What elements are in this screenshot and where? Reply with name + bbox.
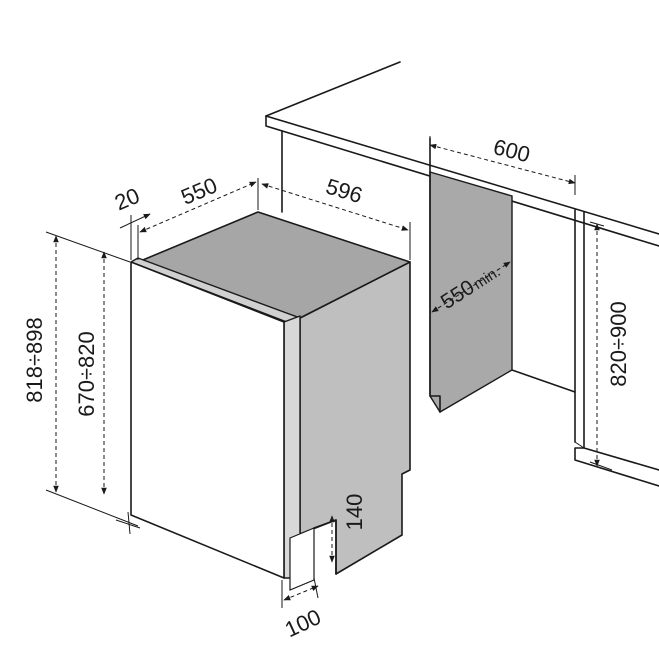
label-door-gap: 20 [111, 183, 143, 216]
dim-line-plinth-depth [283, 585, 319, 601]
dishwasher-door [130, 261, 285, 579]
label-niche-height: 820÷900 [606, 301, 631, 387]
right-cabinet-side [574, 211, 659, 487]
worktop-back-edge [265, 61, 401, 117]
plinth-foot [313, 519, 337, 575]
label-niche-width: 600 [491, 134, 533, 167]
dim-line-unit-width [261, 183, 409, 231]
niche-floor-line [511, 369, 576, 393]
label-total-height: 818÷898 [22, 317, 47, 403]
dim-line-niche-depth [431, 261, 511, 313]
dim-line-unit-depth [139, 181, 257, 233]
label-unit-width: 596 [323, 174, 365, 209]
dishwasher [130, 211, 411, 591]
niche-left-panel [429, 137, 441, 413]
plinth-recess [289, 527, 315, 591]
right-cabinet-inner [574, 441, 585, 449]
dim-line-niche-width [429, 143, 576, 185]
worktop-front-edge [265, 115, 659, 247]
label-plinth-depth: 100 [281, 604, 325, 642]
dimension-lines [45, 136, 613, 608]
dim-line-door-gap [119, 213, 151, 229]
label-plinth-height: 140 [342, 494, 367, 531]
label-body-height: 670÷820 [74, 331, 99, 417]
label-unit-depth: 550 [177, 172, 221, 209]
